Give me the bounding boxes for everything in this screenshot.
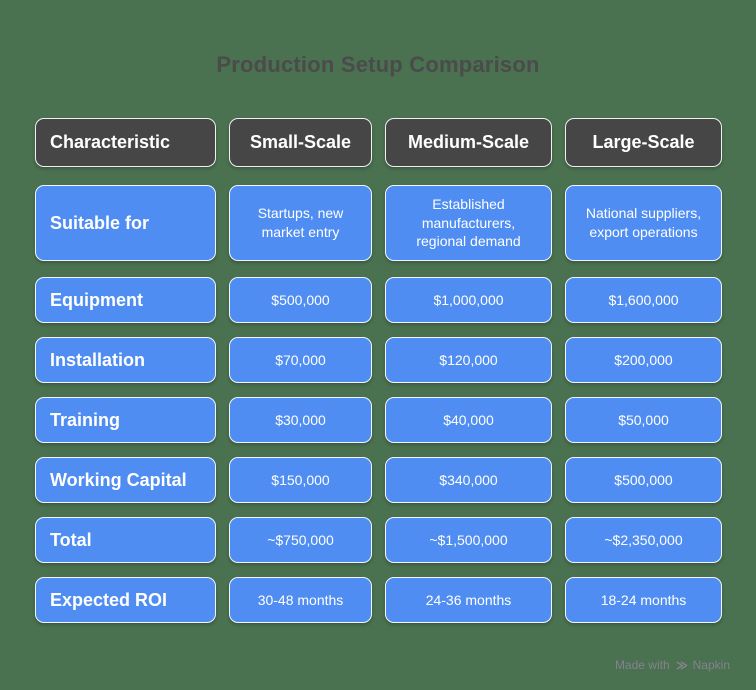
column-header-characteristic: Characteristic bbox=[35, 118, 216, 167]
column-header-small-scale: Small-Scale bbox=[229, 118, 372, 167]
table-row-equipment: Equipment $500,000 $1,000,000 $1,600,000 bbox=[35, 277, 722, 323]
watermark-prefix: Made with bbox=[614, 658, 670, 672]
table-cell: ~$750,000 bbox=[229, 517, 372, 563]
table-cell: $340,000 bbox=[385, 457, 552, 503]
row-label: Training bbox=[35, 397, 216, 443]
table-header-row: Characteristic Small-Scale Medium-Scale … bbox=[35, 118, 722, 167]
table-row-training: Training $30,000 $40,000 $50,000 bbox=[35, 397, 722, 443]
table-cell: $30,000 bbox=[229, 397, 372, 443]
page-title: Production Setup Comparison bbox=[216, 52, 540, 77]
table-cell: $50,000 bbox=[565, 397, 722, 443]
table-cell: Established manufacturers, regional dema… bbox=[385, 185, 552, 261]
table-row-installation: Installation $70,000 $120,000 $200,000 bbox=[35, 337, 722, 383]
table-cell: $120,000 bbox=[385, 337, 552, 383]
row-label: Suitable for bbox=[35, 185, 216, 261]
table-cell: Startups, new market entry bbox=[229, 185, 372, 261]
comparison-table: Characteristic Small-Scale Medium-Scale … bbox=[35, 118, 722, 623]
table-cell: $150,000 bbox=[229, 457, 372, 503]
table-row-expected-roi: Expected ROI 30-48 months 24-36 months 1… bbox=[35, 577, 722, 623]
table-cell: $70,000 bbox=[229, 337, 372, 383]
table-cell: 24-36 months bbox=[385, 577, 552, 623]
row-label: Expected ROI bbox=[35, 577, 216, 623]
row-label: Equipment bbox=[35, 277, 216, 323]
table-row-total: Total ~$750,000 ~$1,500,000 ~$2,350,000 bbox=[35, 517, 722, 563]
napkin-chevrons-icon bbox=[675, 659, 688, 672]
table-cell: $500,000 bbox=[565, 457, 722, 503]
table-cell: ~$2,350,000 bbox=[565, 517, 722, 563]
made-with-napkin-watermark[interactable]: Made with Napkin bbox=[615, 658, 730, 672]
watermark-brand: Napkin bbox=[692, 658, 730, 672]
table-cell: 30-48 months bbox=[229, 577, 372, 623]
table-cell: $1,600,000 bbox=[565, 277, 722, 323]
table-cell: $200,000 bbox=[565, 337, 722, 383]
column-header-medium-scale: Medium-Scale bbox=[385, 118, 552, 167]
row-label: Working Capital bbox=[35, 457, 216, 503]
table-cell: ~$1,500,000 bbox=[385, 517, 552, 563]
table-row-suitable-for: Suitable for Startups, new market entry … bbox=[35, 185, 722, 261]
table-cell: $500,000 bbox=[229, 277, 372, 323]
table-cell: National suppliers, export operations bbox=[565, 185, 722, 261]
table-cell: 18-24 months bbox=[565, 577, 722, 623]
row-label: Installation bbox=[35, 337, 216, 383]
column-header-large-scale: Large-Scale bbox=[565, 118, 722, 167]
table-cell: $40,000 bbox=[385, 397, 552, 443]
row-label: Total bbox=[35, 517, 216, 563]
table-row-working-capital: Working Capital $150,000 $340,000 $500,0… bbox=[35, 457, 722, 503]
table-cell: $1,000,000 bbox=[385, 277, 552, 323]
